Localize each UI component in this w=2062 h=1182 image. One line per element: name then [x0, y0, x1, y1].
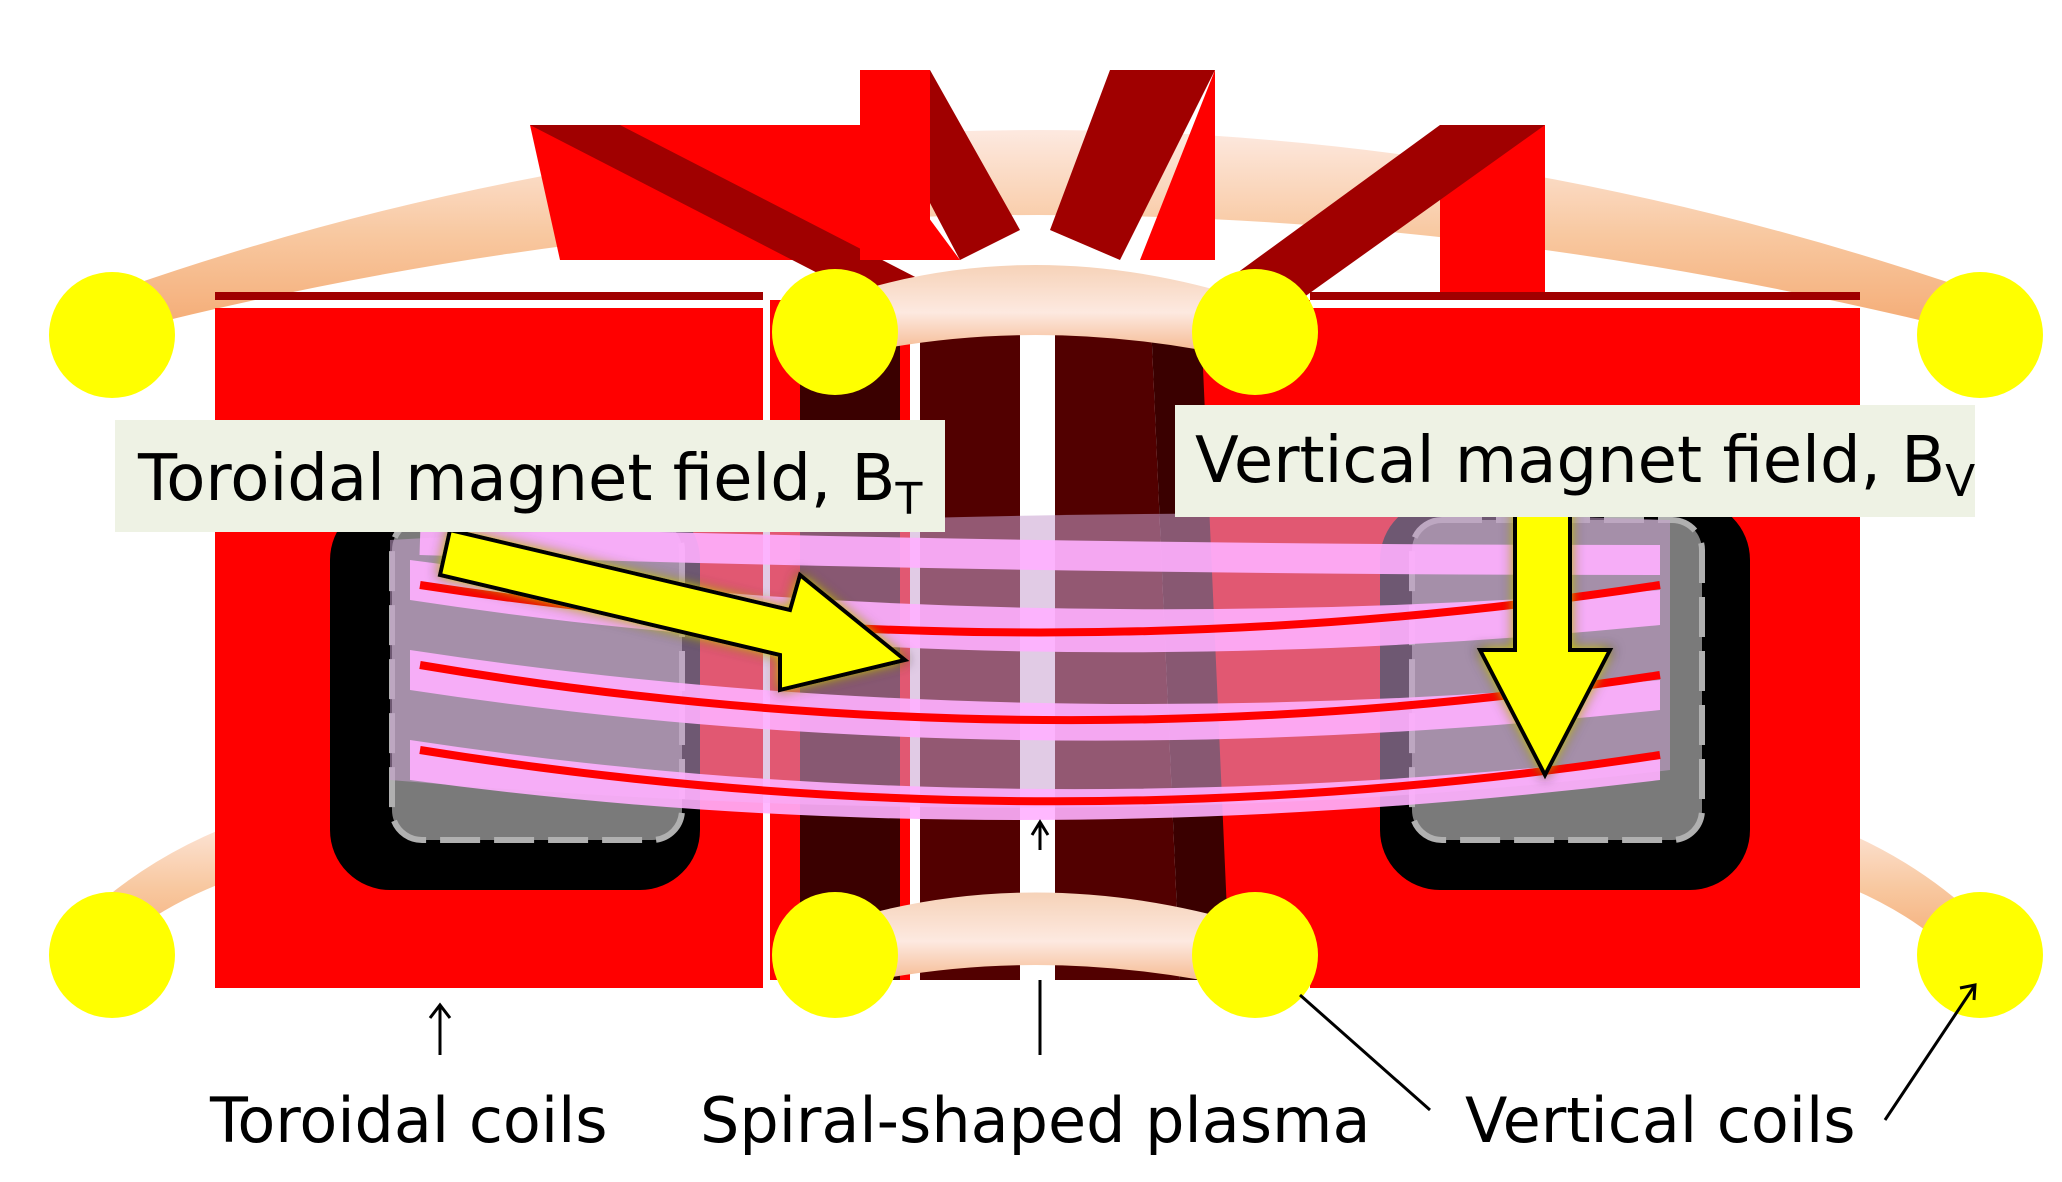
- vertical-field-arrow: [1476, 498, 1614, 780]
- lower-inner-vertical-coil: [830, 892, 1250, 990]
- pointer-lines: [428, 819, 1977, 1121]
- svg-text:Vertical magnet field, BV: Vertical magnet field, BV: [1195, 424, 1975, 507]
- coil-section-top-center-right: [1192, 269, 1318, 395]
- coil-section-top-right: [1917, 272, 2043, 398]
- coil-cross-sections: [49, 269, 2043, 1018]
- coil-section-bottom-center-left: [772, 892, 898, 1018]
- coil-section-top-left: [49, 272, 175, 398]
- toroidal-field-arrow: [437, 527, 910, 693]
- coil-section-top-center-left: [772, 269, 898, 395]
- back-toroidal-coils: [530, 70, 1545, 300]
- svg-text:Toroidal magnet field, BT: Toroidal magnet field, BT: [137, 442, 922, 525]
- coil-section-bottom-center-right: [1192, 892, 1318, 1018]
- upper-inner-vertical-coil: [830, 265, 1250, 360]
- plasma-caption: Spiral-shaped plasma: [700, 1084, 1370, 1157]
- vertical-coils-caption: Vertical coils: [1465, 1084, 1856, 1157]
- toroidal-coils-caption: Toroidal coils: [209, 1084, 608, 1157]
- coil-section-bottom-right: [1917, 892, 2043, 1018]
- coil-section-bottom-left: [49, 892, 175, 1018]
- toroidal-field-label: Toroidal magnet field, BT: [115, 420, 945, 532]
- vertical-field-label: Vertical magnet field, BV: [1175, 405, 1975, 517]
